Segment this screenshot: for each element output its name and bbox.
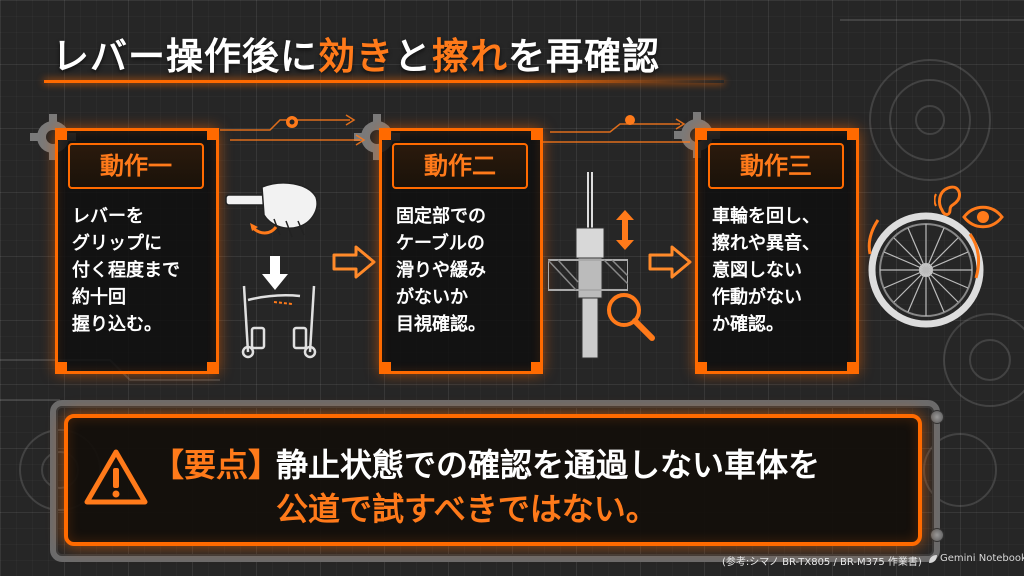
step-line: 意図しない — [712, 260, 802, 281]
step-panel-3: 動作三 車輪を回し、 擦れや異音、 意図しない 作動がない か確認。 — [695, 128, 859, 374]
key-point-line1: 静止状態での確認を通過しない車体を — [276, 446, 821, 484]
key-point-panel — [64, 414, 922, 546]
watermark: Gemini Notebook — [940, 553, 1024, 564]
magnifier-icon — [607, 293, 655, 341]
title-underline — [44, 80, 724, 83]
panel-corner — [531, 362, 543, 374]
panel-corner — [207, 362, 219, 374]
wheel-icon — [867, 212, 984, 328]
title-part2: と — [394, 35, 432, 78]
step-line: 作動がない — [712, 287, 802, 308]
step-line: がないか — [396, 287, 468, 308]
step-description: 固定部での ケーブルの 滑りや緩み がないか 目視確認。 — [396, 203, 530, 338]
notebook-icon — [929, 555, 937, 563]
title-highlight-effectiveness: 効き — [318, 35, 394, 78]
panel-corner — [695, 362, 707, 374]
eye-icon — [962, 205, 1004, 229]
step-line: 固定部での — [396, 206, 486, 227]
title-part3: を再確認 — [508, 35, 660, 78]
step-line: 滑りや緩み — [396, 260, 486, 281]
right-arrow-icon — [648, 245, 692, 279]
ear-icon — [934, 185, 962, 216]
page-title: レバー操作後に効きと擦れを再確認 — [52, 26, 660, 80]
panel-corner — [847, 128, 859, 140]
panel-corner — [379, 362, 391, 374]
key-point-frame — [50, 400, 940, 562]
step-description: 車輪を回し、 擦れや異音、 意図しない 作動がない か確認。 — [712, 203, 846, 338]
panel-corner — [531, 128, 543, 140]
warning-icon — [84, 449, 148, 505]
panel-corner — [55, 128, 67, 140]
circuit-lines — [220, 114, 690, 146]
step-description: レバーを グリップに 付く程度まで 約十回 握り込む。 — [72, 203, 206, 338]
title-highlight-rubbing: 擦れ — [432, 35, 508, 78]
panel-corner — [379, 128, 391, 140]
panel-corner — [207, 128, 219, 140]
screw — [930, 528, 944, 542]
panel-corner — [847, 362, 859, 374]
step-line: レバーを — [72, 206, 144, 227]
step-panel-1: 動作一 レバーを グリップに 付く程度まで 約十回 握り込む。 — [55, 128, 219, 374]
step-label: 動作一 — [68, 143, 204, 189]
title-part1: レバー操作後に — [52, 35, 318, 78]
step-line: か確認。 — [712, 314, 784, 335]
step-label: 動作二 — [392, 143, 528, 189]
cable-anchor-bolt-icon — [548, 172, 628, 359]
key-point-label: 【要点】 — [152, 446, 281, 484]
step-panel-2: 動作二 固定部での ケーブルの 滑りや緩み がないか 目視確認。 — [379, 128, 543, 374]
step-line: 握り込む。 — [72, 314, 162, 335]
step-label: 動作三 — [708, 143, 844, 189]
step-line: ケーブルの — [396, 233, 485, 254]
step-line: 付く程度まで — [72, 260, 180, 281]
reference-note: (参考:シマノ BR-TX805 / BR-M375 作業書) — [722, 557, 922, 568]
v-brake-icon — [241, 285, 317, 359]
step-line: グリップに — [72, 233, 162, 254]
hand-squeezing-lever-icon — [225, 182, 318, 238]
up-down-arrow-icon — [616, 210, 634, 250]
step-line: 目視確認。 — [396, 314, 486, 335]
key-point-line2: 公道で試すべきではない。 — [276, 490, 658, 528]
screw — [930, 410, 944, 424]
panel-corner — [695, 128, 707, 140]
panel-corner — [55, 362, 67, 374]
step-line: 約十回 — [72, 287, 126, 308]
step-line: 擦れや異音、 — [712, 233, 820, 254]
down-arrow-icon — [262, 256, 288, 290]
right-arrow-icon — [332, 245, 376, 279]
step-line: 車輪を回し、 — [712, 206, 820, 227]
